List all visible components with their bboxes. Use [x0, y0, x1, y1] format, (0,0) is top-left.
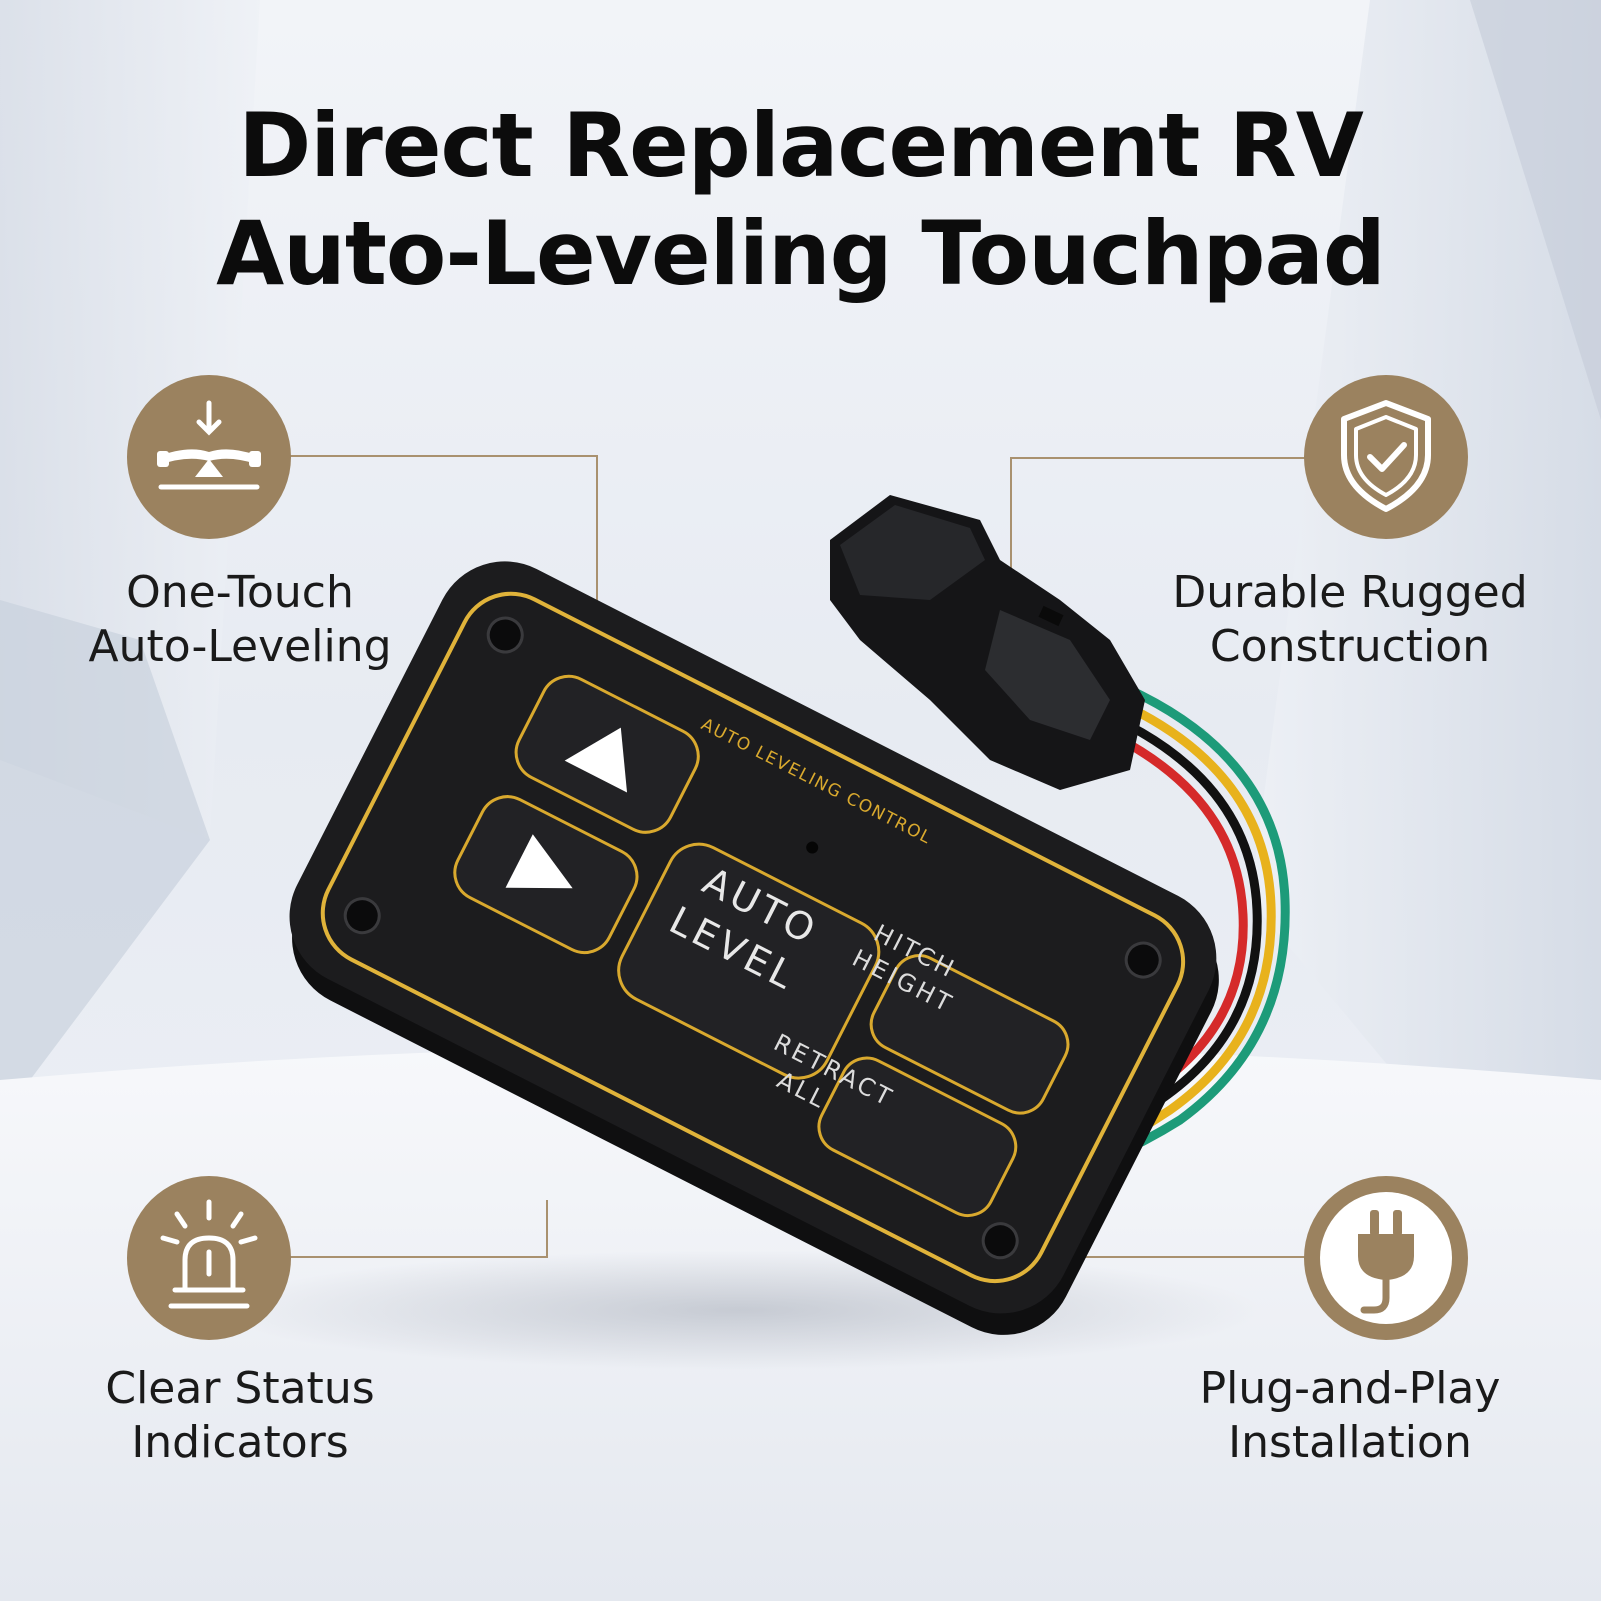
feature-label-one-touch: One-Touch Auto-Leveling — [10, 566, 470, 674]
feature-label-line: Auto-Leveling — [88, 621, 392, 672]
shield-check-icon — [1341, 400, 1431, 512]
feature-label-line: Installation — [1228, 1417, 1472, 1468]
cable-connector — [830, 495, 1145, 790]
feature-label-line: Plug-and-Play — [1199, 1363, 1501, 1414]
connector-line-bottom-left — [290, 1200, 548, 1258]
feature-label-status: Clear Status Indicators — [10, 1362, 470, 1470]
feature-label-durable: Durable Rugged Construction — [1120, 566, 1580, 674]
feature-badge-top-right — [1304, 375, 1468, 539]
beacon-light-icon — [160, 1199, 258, 1309]
leveling-balance-icon — [157, 400, 261, 490]
title-line-2: Auto-Leveling Touchpad — [216, 202, 1386, 305]
connector-line-top-right — [1010, 457, 1306, 579]
feature-label-line: Construction — [1209, 621, 1491, 672]
power-plug-icon — [1320, 1192, 1452, 1324]
feature-label-line: Indicators — [131, 1417, 349, 1468]
touchpad-panel — [289, 561, 1219, 1335]
feature-label-line: Durable Rugged — [1172, 567, 1528, 618]
page-title: Direct Replacement RV Auto-Leveling Touc… — [0, 92, 1601, 308]
connector-line-top-left — [290, 455, 598, 627]
feature-badge-bottom-left — [127, 1176, 291, 1340]
feature-badge-bottom-right — [1304, 1176, 1468, 1340]
feature-badge-top-left — [127, 375, 291, 539]
feature-label-line: Clear Status — [105, 1363, 375, 1414]
feature-label-line: One-Touch — [126, 567, 354, 618]
feature-label-plug-and-play: Plug-and-Play Installation — [1120, 1362, 1580, 1470]
title-line-1: Direct Replacement RV — [238, 94, 1364, 197]
